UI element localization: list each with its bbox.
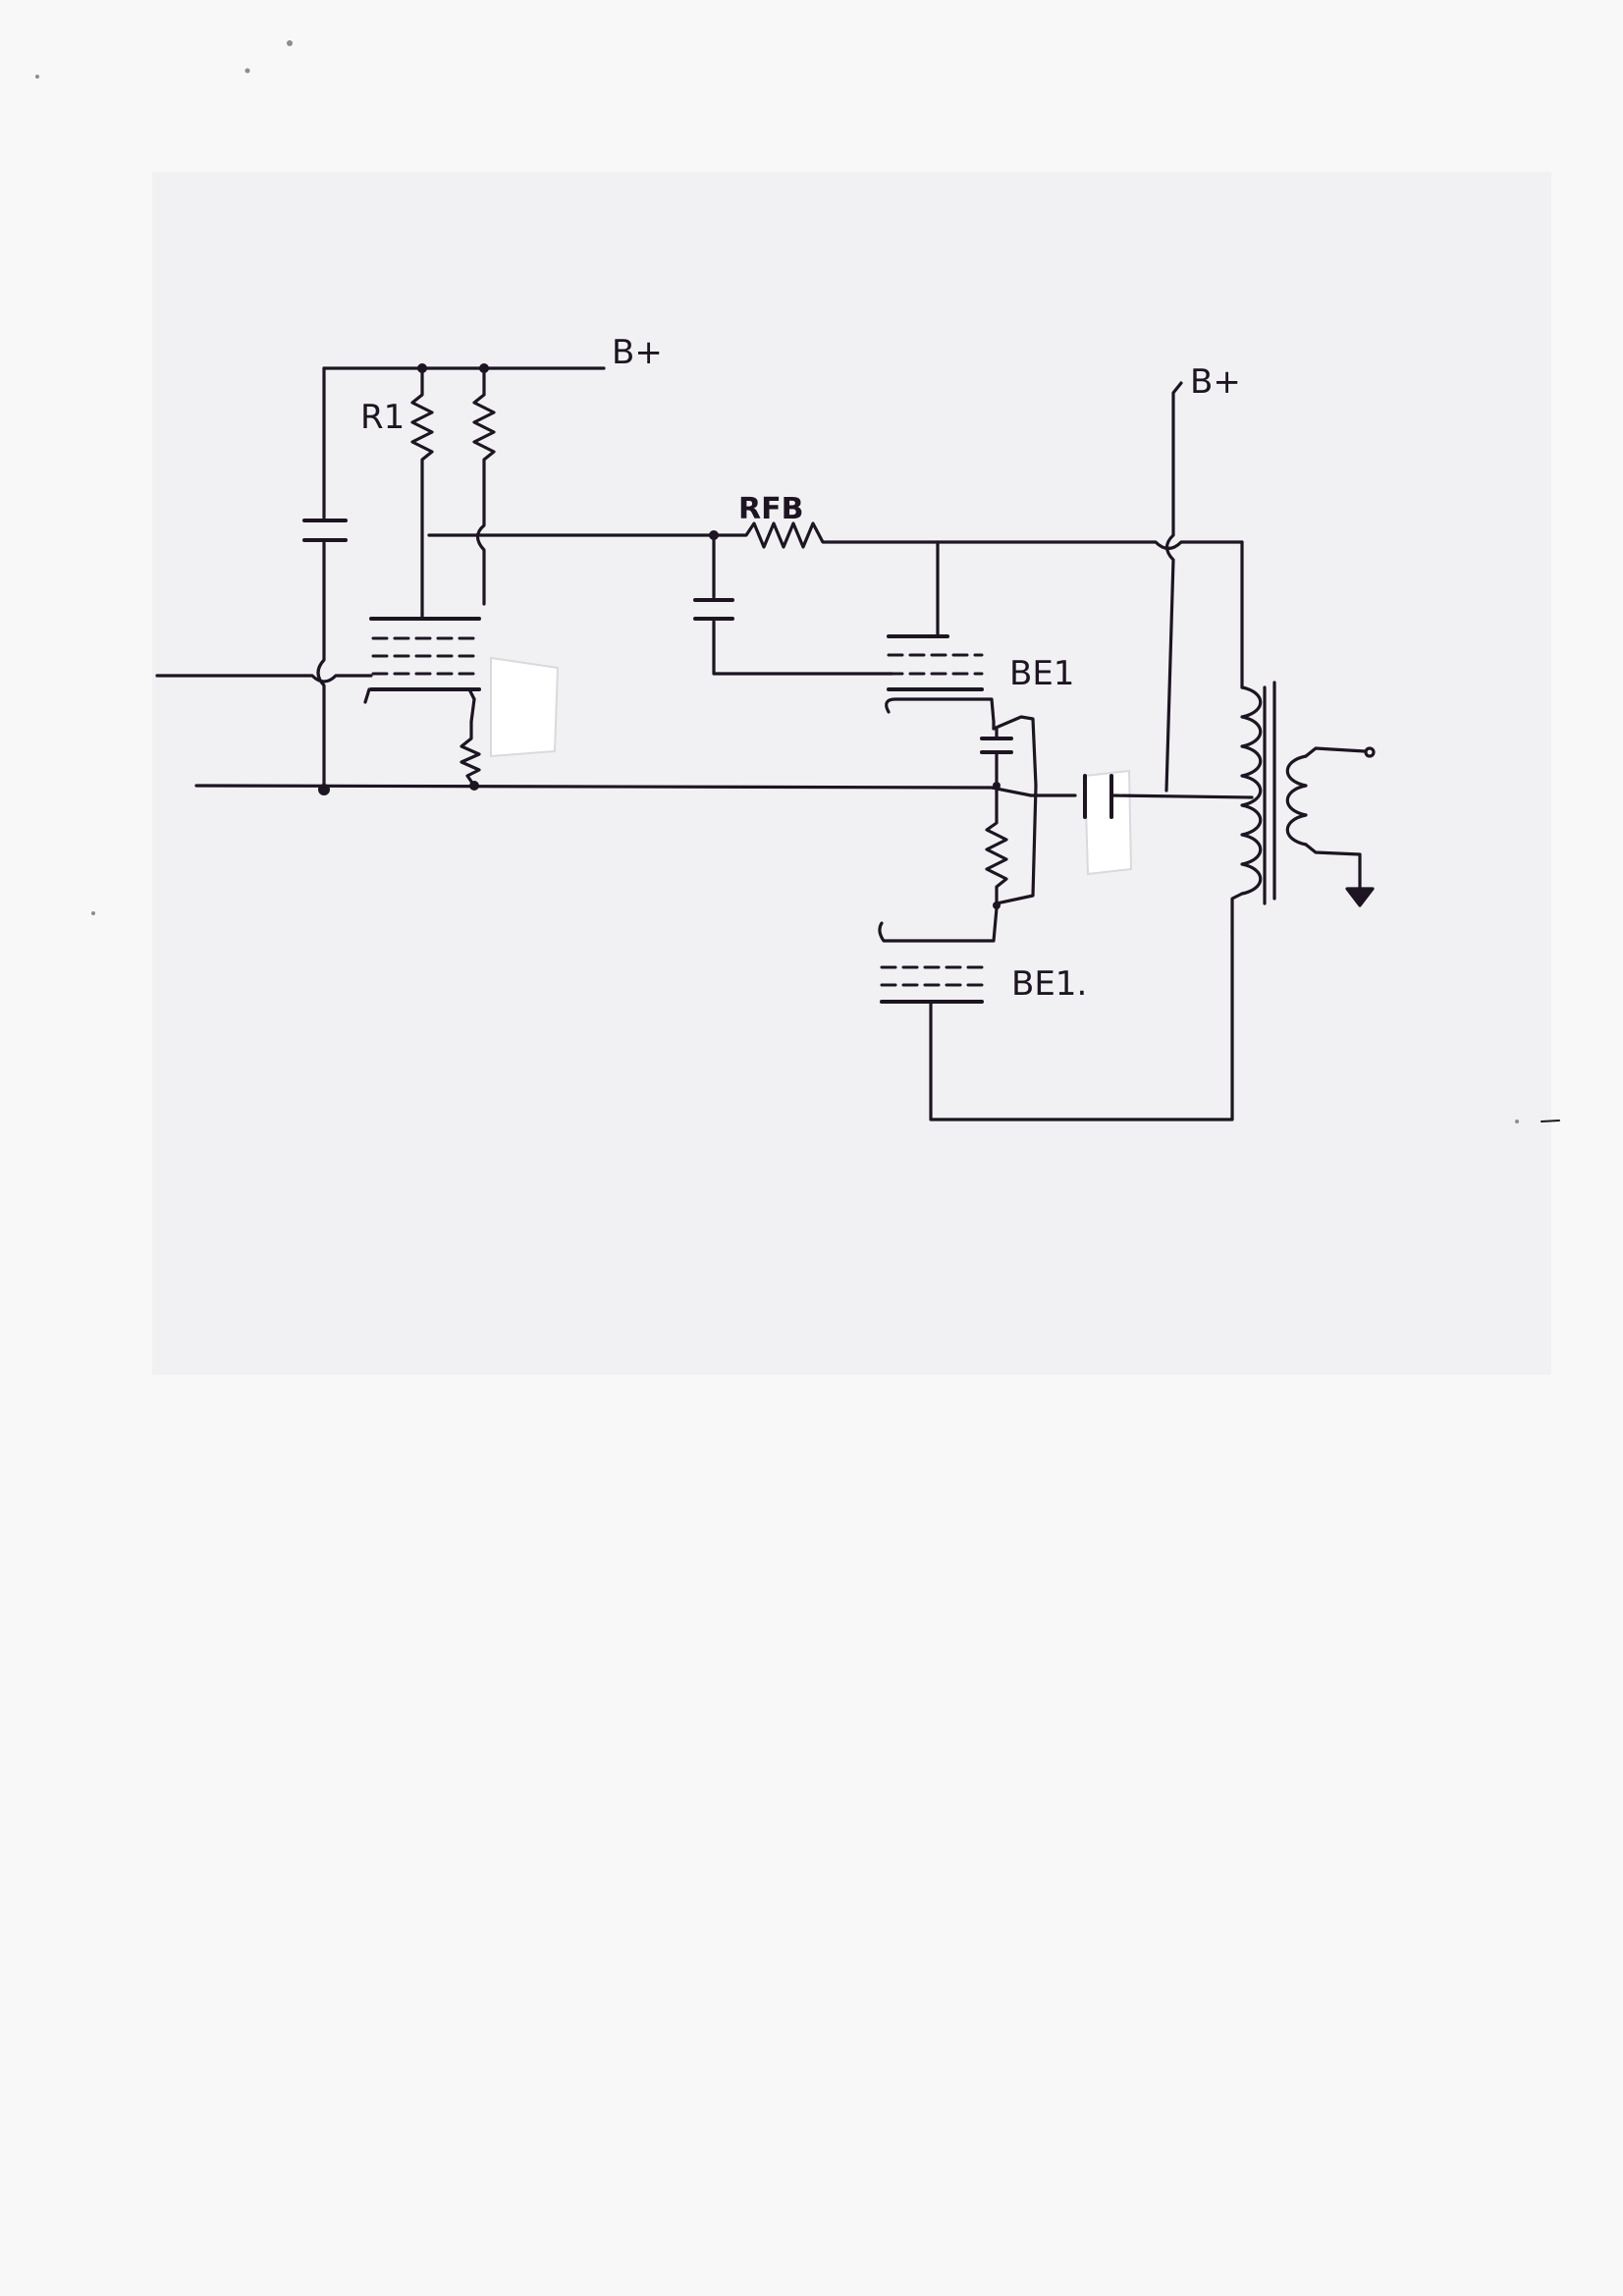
decoupling-wire-lower <box>316 541 326 790</box>
feedback-cap-wire-lower <box>712 620 893 676</box>
rfb-label: RFB <box>738 492 803 526</box>
bias-capacitor <box>1083 769 1254 876</box>
cathode-resistor <box>460 720 481 788</box>
output-transformer <box>1230 540 1376 935</box>
feedback-capacitor <box>693 598 734 621</box>
bplus-label-left: B+ <box>612 333 663 372</box>
plate-resistor <box>472 366 496 606</box>
feedback-return-line <box>936 540 1244 551</box>
input-tube <box>363 617 481 724</box>
bplus-label-right: B+ <box>1190 362 1241 402</box>
tape-patch <box>490 656 560 758</box>
r1-resistor <box>410 366 434 616</box>
decoupling-capacitor <box>302 519 348 542</box>
paper-sheet <box>152 172 1551 1375</box>
bplus-rail-right <box>1164 381 1183 793</box>
paper-specks <box>35 40 1560 1123</box>
tube-label-upper: BE1 <box>1009 654 1074 693</box>
r1-label: R1 <box>360 398 405 437</box>
tube-label-lower: BE1. <box>1011 964 1087 1004</box>
cathode-network <box>980 715 1038 910</box>
output-tube-lower <box>878 906 1234 1121</box>
ground-bus <box>194 784 1033 797</box>
rfb-resistor <box>712 521 940 549</box>
input-line <box>155 674 373 683</box>
output-tube-upper <box>885 540 996 724</box>
